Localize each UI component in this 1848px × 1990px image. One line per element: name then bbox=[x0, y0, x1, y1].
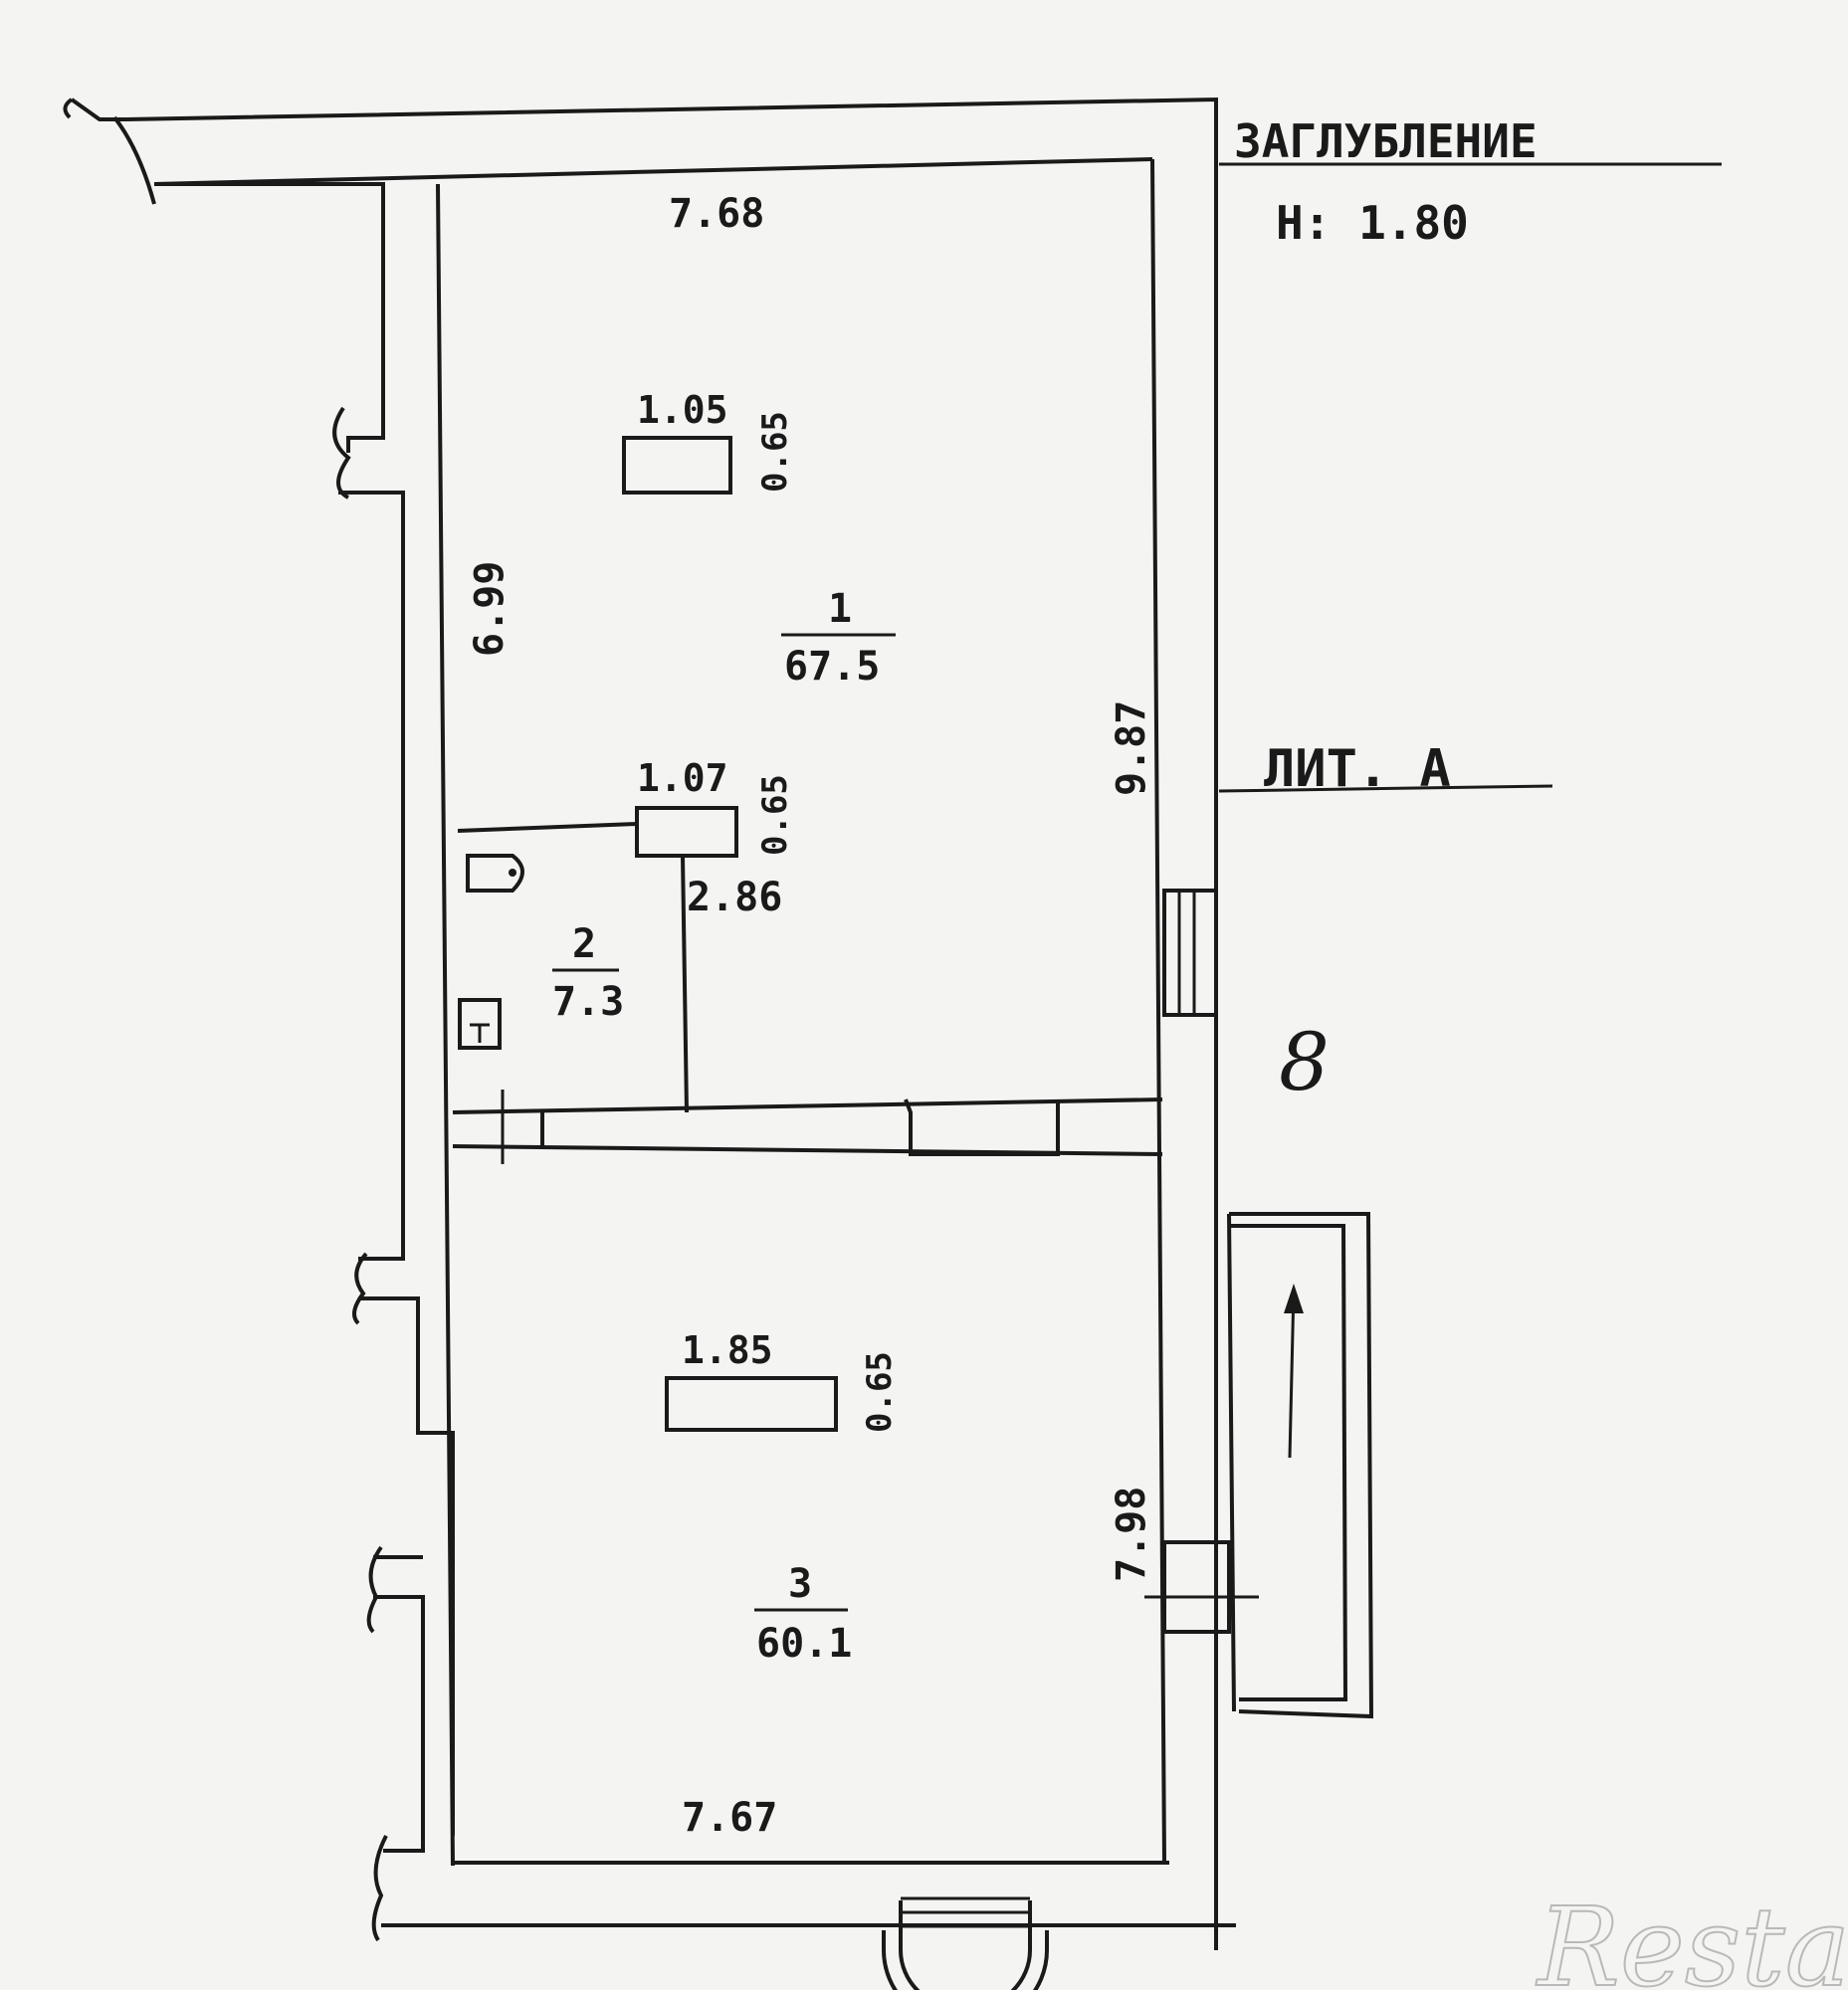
partition-mid-top bbox=[452, 1097, 1163, 1114]
partition-wc-horizontal bbox=[457, 822, 638, 833]
wall-break-left-4 bbox=[371, 1835, 388, 1942]
sink-icon bbox=[458, 998, 502, 1050]
fixtures bbox=[458, 854, 524, 1050]
dim-bottom-width: 7.67 bbox=[682, 1795, 777, 1841]
letter-leader bbox=[1218, 784, 1553, 793]
room-2-number: 2 bbox=[572, 921, 596, 967]
staircase bbox=[1227, 1212, 1374, 1719]
entrance-porch bbox=[882, 1896, 1049, 1990]
wall-left-inner bbox=[436, 183, 455, 1867]
room-3-number: 3 bbox=[788, 1561, 812, 1607]
dim-left-height: 6.99 bbox=[467, 561, 513, 657]
columns bbox=[622, 436, 838, 1432]
dim-right-height-upper: 9.87 bbox=[1109, 700, 1154, 796]
column-2-depth: 0.65 bbox=[755, 774, 795, 856]
column-2 bbox=[635, 806, 738, 858]
wall-left-outer-3 bbox=[358, 1296, 455, 1836]
wall-left-outer-5 bbox=[373, 1595, 425, 1853]
depth-title: ЗАГЛУБЛЕНИЕ bbox=[1234, 114, 1538, 168]
depth-value: Н: 1.80 bbox=[1276, 196, 1469, 250]
stair-label: 8 bbox=[1279, 1016, 1330, 1108]
door-right-lower bbox=[1162, 1540, 1231, 1634]
dim-top-width: 7.68 bbox=[669, 191, 764, 237]
column-1-width: 1.05 bbox=[637, 388, 728, 432]
wall-break-left-3 bbox=[366, 1545, 383, 1634]
column-2-width: 1.07 bbox=[637, 756, 728, 800]
wall-left-outer-2 bbox=[338, 491, 405, 1261]
stair-inner bbox=[1227, 1213, 1236, 1712]
room-3-area: 60.1 bbox=[756, 1621, 852, 1667]
wall-break-left-1 bbox=[332, 406, 351, 499]
wall-break-left-2 bbox=[352, 1252, 368, 1325]
stair-arrow-line bbox=[1288, 1288, 1296, 1459]
letter-label: ЛИТ. А bbox=[1264, 739, 1451, 799]
porch-arc-inner bbox=[899, 1900, 1032, 1990]
labels: ЗАГЛУБЛЕНИЕ Н: 1.80 ЛИТ. А 8 7.68 7.67 6… bbox=[467, 114, 1848, 1990]
stair-rail bbox=[1231, 1224, 1348, 1701]
room-1-number: 1 bbox=[828, 586, 852, 632]
room-1-area: 67.5 bbox=[784, 644, 880, 690]
column-3-depth: 0.65 bbox=[860, 1351, 900, 1433]
dim-partition: 2.86 bbox=[687, 875, 782, 920]
column-1 bbox=[622, 436, 732, 495]
column-1-depth: 0.65 bbox=[755, 411, 795, 493]
wall-top-outer bbox=[70, 97, 1218, 1950]
column-3-width: 1.85 bbox=[682, 1328, 773, 1372]
column-3 bbox=[665, 1376, 838, 1432]
wall-break-top bbox=[63, 98, 156, 205]
wall-top-inner-2 bbox=[153, 157, 1153, 186]
partition-mid-opening bbox=[904, 1098, 1060, 1156]
porch-arc-outer bbox=[882, 1930, 1049, 1990]
room-2-area: 7.3 bbox=[552, 979, 624, 1025]
partition-wc-vertical bbox=[681, 855, 689, 1113]
stair-arrow-icon bbox=[1284, 1284, 1304, 1313]
outer-walls bbox=[63, 97, 1236, 1950]
toilet-icon bbox=[466, 854, 524, 893]
dim-right-height-lower: 7.98 bbox=[1109, 1487, 1154, 1582]
toilet-seat-icon bbox=[509, 869, 516, 877]
wall-top-inner bbox=[154, 182, 385, 453]
window-right-upper bbox=[1162, 889, 1218, 1017]
watermark-logo: Restate bbox=[1536, 1884, 1848, 1990]
partitions bbox=[452, 822, 1259, 1634]
stair-outer bbox=[1229, 1212, 1374, 1719]
